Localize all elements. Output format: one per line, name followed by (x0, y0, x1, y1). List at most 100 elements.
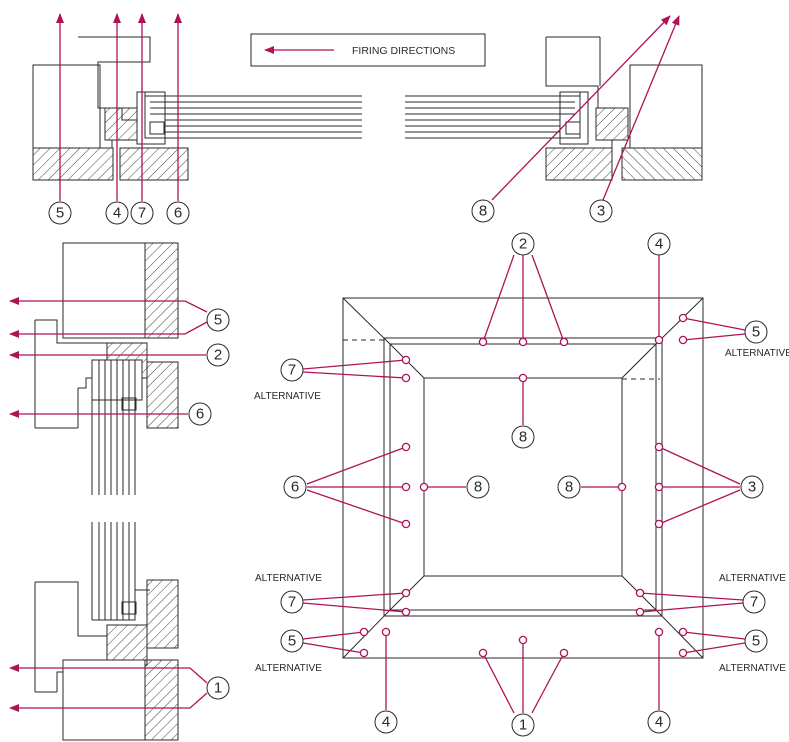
fixing-point (678, 627, 688, 637)
firing-arrow-1b (9, 692, 208, 712)
top-left-section (32, 36, 362, 181)
fixing-point (654, 627, 664, 637)
firing-arrow-5a (9, 297, 208, 313)
svg-text:7: 7 (288, 362, 296, 379)
svg-text:5: 5 (752, 633, 760, 650)
callout-3-frame-right: 3 (740, 475, 764, 499)
fixing-point (654, 482, 664, 492)
fixing-point (617, 482, 627, 492)
callout-4-top: 4 (105, 201, 129, 225)
callout-7-top: 7 (130, 201, 154, 225)
svg-text:6: 6 (196, 406, 204, 423)
callout-8-frame-left: 8 (466, 475, 490, 499)
callout-4-frame-bottom-right: 4 (647, 710, 671, 734)
svg-text:5: 5 (288, 633, 296, 650)
svg-text:4: 4 (655, 714, 663, 731)
svg-text:7: 7 (138, 205, 146, 222)
left-vertical-section (34, 242, 179, 741)
svg-text:4: 4 (655, 236, 663, 253)
callout-7-frame-bottom-left: 7 (280, 590, 304, 614)
svg-text:4: 4 (113, 205, 121, 222)
callout-5-frame-bottom-left: 5 (280, 629, 304, 653)
fixing-point (401, 588, 411, 598)
callout-1-frame-bottom: 1 (511, 713, 535, 737)
alternative-labels: ALTERNATIVE ALTERNATIVE ALTERNATIVE ALTE… (254, 348, 789, 674)
svg-text:2: 2 (519, 236, 527, 253)
callout-5-left: 5 (206, 308, 230, 332)
alternative-label-mid-left: ALTERNATIVE (255, 573, 322, 584)
fixing-point (654, 335, 664, 345)
svg-text:8: 8 (479, 203, 487, 220)
fixing-point (381, 627, 391, 637)
callout-3-top: 3 (589, 199, 613, 223)
callout-7-frame-top-left: 7 (280, 358, 304, 382)
svg-text:8: 8 (474, 479, 482, 496)
alternative-label-mid-right: ALTERNATIVE (719, 573, 786, 584)
fixing-point (401, 373, 411, 383)
alternative-label-bottom-left: ALTERNATIVE (255, 663, 322, 674)
callout-4-frame-top: 4 (647, 232, 671, 256)
fixing-point (678, 335, 688, 345)
legend: FIRING DIRECTIONS (250, 33, 486, 67)
fixing-point (654, 442, 664, 452)
top-right-section (405, 36, 703, 181)
callouts: 5 4 7 6 8 3 5 2 (48, 199, 768, 737)
svg-text:6: 6 (174, 205, 182, 222)
svg-text:3: 3 (748, 479, 756, 496)
callout-6-frame-left: 6 (283, 475, 307, 499)
fixing-point (678, 648, 688, 658)
fixing-point (654, 519, 664, 529)
firing-lines (9, 13, 746, 714)
svg-text:8: 8 (565, 479, 573, 496)
callout-6-top: 6 (166, 201, 190, 225)
legend-box (250, 33, 486, 67)
fixing-point (401, 355, 411, 365)
fixing-point (401, 442, 411, 452)
svg-text:7: 7 (750, 594, 758, 611)
fixing-point (559, 337, 569, 347)
svg-text:5: 5 (752, 324, 760, 341)
firing-arrow-5b (9, 321, 208, 338)
fixing-point (478, 337, 488, 347)
firing-arrow-3 (602, 15, 680, 201)
fixing-point (635, 607, 645, 617)
firing-arrow-1a (9, 664, 208, 684)
fixing-point (678, 313, 688, 323)
callout-5-frame-bottom-right: 5 (744, 629, 768, 653)
callout-1-left: 1 (206, 676, 230, 700)
callout-5-top: 5 (48, 201, 72, 225)
fixing-point (518, 337, 528, 347)
fixing-point (635, 588, 645, 598)
alternative-label-bottom-right: ALTERNATIVE (719, 663, 786, 674)
svg-text:4: 4 (382, 714, 390, 731)
frame-elevation (342, 297, 704, 659)
callout-7-frame-bottom-right: 7 (742, 590, 766, 614)
fixing-point (401, 607, 411, 617)
callout-4-frame-bottom-left: 4 (374, 710, 398, 734)
svg-text:6: 6 (291, 479, 299, 496)
svg-text:2: 2 (214, 347, 222, 364)
fixing-point (359, 648, 369, 658)
callout-6-left: 6 (188, 402, 212, 426)
callout-2-frame: 2 (511, 232, 535, 256)
legend-label: FIRING DIRECTIONS (352, 45, 455, 57)
callout-8-frame-center: 8 (511, 425, 535, 449)
fixing-point (559, 648, 569, 658)
svg-text:3: 3 (597, 203, 605, 220)
svg-text:7: 7 (288, 594, 296, 611)
fixing-point (419, 482, 429, 492)
svg-text:8: 8 (519, 429, 527, 446)
callout-5-frame-top-right: 5 (744, 320, 768, 344)
alternative-label-top-left: ALTERNATIVE (254, 391, 321, 402)
svg-text:5: 5 (214, 312, 222, 329)
firing-arrow-8 (491, 15, 671, 201)
svg-text:1: 1 (214, 680, 222, 697)
alternative-label-top-right: ALTERNATIVE (725, 348, 789, 359)
fixing-points (359, 313, 688, 658)
fixing-point (518, 635, 528, 645)
fixing-point (359, 627, 369, 637)
fixing-point (401, 482, 411, 492)
svg-text:1: 1 (519, 717, 527, 734)
